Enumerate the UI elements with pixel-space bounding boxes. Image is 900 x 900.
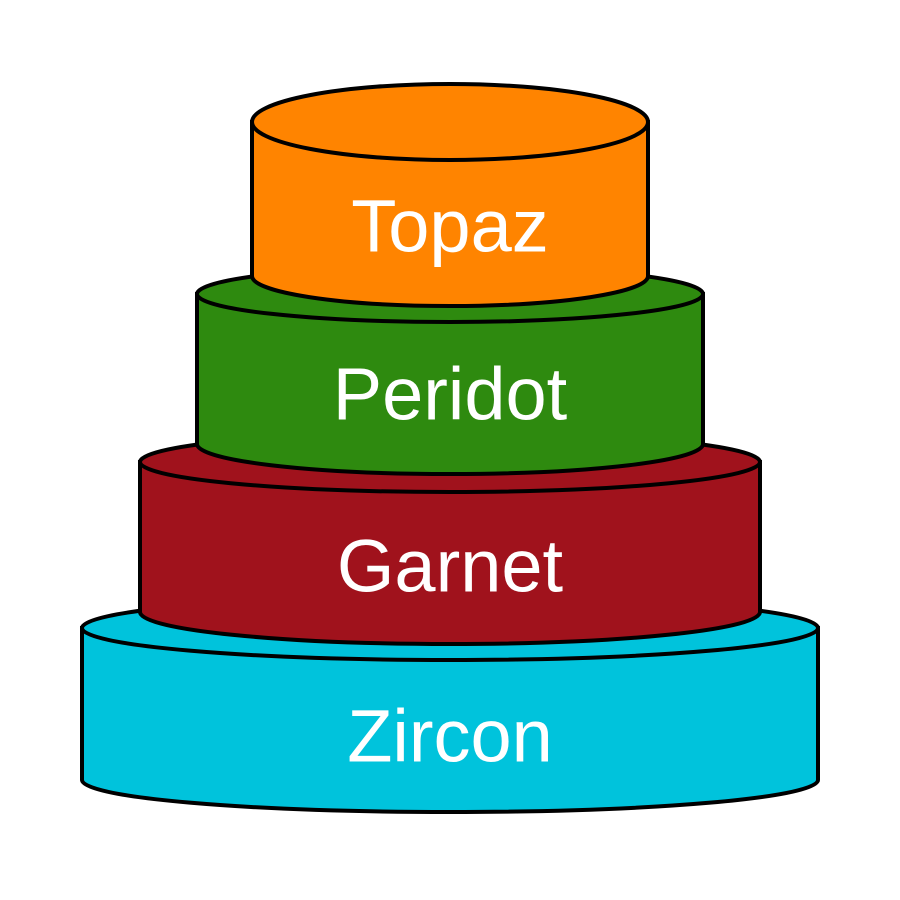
tier-peridot-body <box>195 292 705 476</box>
tier-peridot-label: Peridot <box>333 353 568 436</box>
tier-topaz-top <box>250 82 650 162</box>
tier-zircon-body <box>80 626 820 814</box>
tier-zircon-label: Zircon <box>347 695 553 778</box>
tier-garnet-body <box>138 460 762 646</box>
tier-topaz: Topaz <box>250 82 650 308</box>
tier-topaz-label: Topaz <box>351 185 548 268</box>
tier-garnet-label: Garnet <box>337 525 564 608</box>
tier-topaz-body <box>250 120 650 308</box>
